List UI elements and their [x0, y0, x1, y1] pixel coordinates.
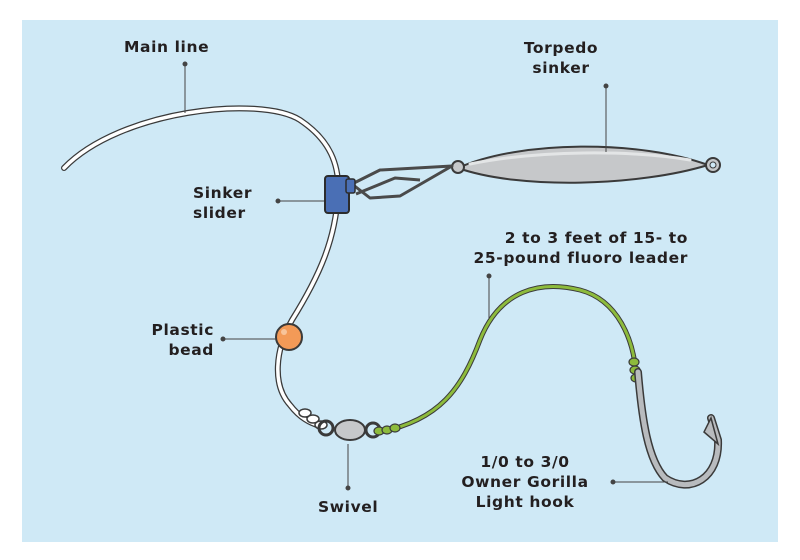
label-sinker-slider: Sinker slider: [193, 184, 253, 222]
swivel: [317, 419, 382, 441]
label-leader: 2 to 3 feet of 15- to 25-pound fluoro le…: [473, 229, 688, 267]
snap-clip: [350, 164, 454, 200]
label-swivel: Swivel: [318, 498, 379, 516]
label-torpedo-sinker: Torpedo sinker: [523, 39, 599, 77]
sinker-slider: [324, 175, 356, 214]
line-knot: [298, 408, 328, 430]
label-main-line: Main line: [124, 38, 210, 56]
callout-lines: [182, 61, 668, 491]
main-line: [61, 105, 342, 429]
label-hook: 1/0 to 3/0 Owner Gorilla Light hook: [461, 453, 589, 511]
fluoro-leader: [377, 284, 639, 435]
label-plastic-bead: Plastic bead: [151, 321, 214, 359]
hook: [634, 368, 723, 489]
torpedo-sinker: [451, 145, 721, 184]
leader-knot-swivel: [373, 423, 401, 436]
plastic-bead: [275, 323, 303, 351]
